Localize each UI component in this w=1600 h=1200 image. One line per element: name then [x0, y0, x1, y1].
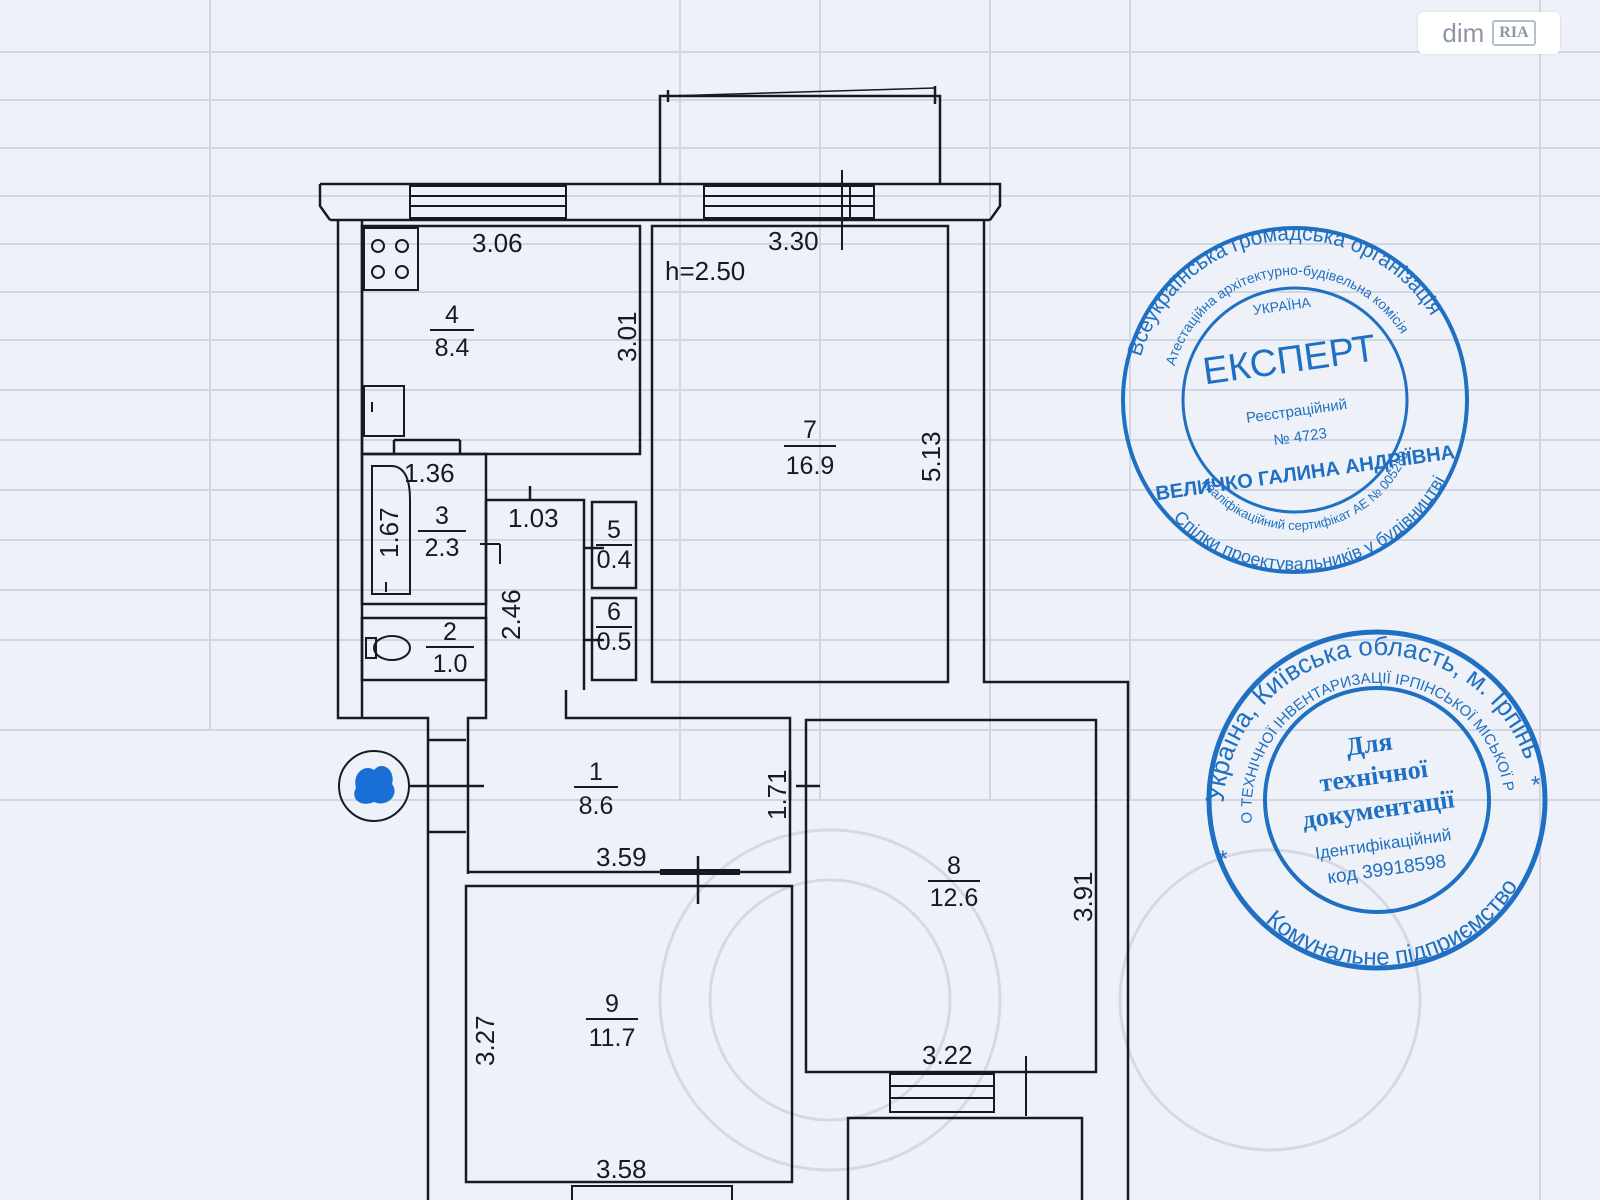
room-7 — [650, 224, 950, 684]
entrance-marker — [354, 765, 395, 804]
expert-stamp-reg-number: № 4723 — [1272, 425, 1327, 449]
star-icon: * — [1217, 845, 1230, 873]
sink — [363, 385, 405, 437]
dimension-ticks — [480, 543, 820, 787]
room-5-closet — [590, 500, 638, 590]
room-number: 8 — [947, 852, 961, 880]
room-label-8: 8 12.6 — [928, 852, 980, 912]
dimension-label: 3.59 — [596, 842, 647, 872]
room-number: 6 — [607, 598, 621, 626]
dimension-label: 5.13 — [916, 431, 946, 482]
stove — [363, 227, 419, 291]
room-label-3: 3 2.3 — [418, 502, 466, 562]
watermark-badge: RIA — [1492, 20, 1536, 46]
room-number: 9 — [605, 990, 619, 1018]
room-area: 0.5 — [597, 628, 632, 656]
bti-stamp-ring-bottom: Комунальне підприємство — [1258, 871, 1531, 988]
dimension-label: 3.27 — [470, 1015, 500, 1066]
bathtub — [371, 465, 411, 595]
room-area: 11.7 — [589, 1024, 636, 1052]
dimension-label: 1.71 — [762, 769, 792, 820]
room-label-5: 5 0.4 — [596, 516, 632, 574]
toilet — [365, 635, 411, 661]
room-number: 2 — [443, 618, 457, 646]
dimension-label: 3.30 — [768, 226, 819, 256]
room-area: 16.9 — [786, 452, 835, 480]
room-number: 1 — [589, 758, 603, 786]
plan-labels: h=2.50 4 8.4 7 16.9 3 2.3 5 0.4 6 0.5 2 — [374, 226, 1098, 1184]
room-2-wc — [360, 616, 488, 682]
bti-stamp: Україна, Київська область, м. Ірпінь БЮР… — [0, 0, 1549, 1003]
dimension-label: 1.67 — [374, 507, 404, 558]
dimension-label: 3.06 — [472, 228, 523, 258]
dimension-label: 1.36 — [404, 458, 455, 488]
expert-stamp: Всеукраїнська громадська організація Ате… — [1109, 201, 1469, 592]
dimension-label: 3.58 — [596, 1154, 647, 1184]
room-area: 0.4 — [597, 546, 632, 574]
room-area: 8.6 — [579, 792, 614, 820]
expert-stamp-title: ЕКСПЕРТ — [1200, 327, 1378, 393]
room-number: 5 — [607, 516, 621, 544]
dim-ria-watermark: dim RIA — [1418, 12, 1560, 54]
watermark-brand: dim — [1442, 17, 1485, 48]
window-room-7 — [703, 170, 875, 250]
dimension-label: 1.03 — [508, 503, 559, 533]
room-8 — [804, 718, 1098, 1074]
room-area: 1.0 — [433, 650, 468, 678]
room-area: 2.3 — [425, 534, 460, 562]
room-area: 8.4 — [435, 334, 470, 362]
room-label-4: 4 8.4 — [430, 301, 474, 362]
window-room-8 — [889, 1056, 1027, 1116]
star-icon: * — [1530, 771, 1543, 799]
room-label-6: 6 0.5 — [596, 598, 632, 656]
dimension-label: 2.46 — [496, 589, 526, 640]
balcony — [658, 86, 942, 184]
expert-stamp-name: ВЕЛИЧКО ГАЛИНА АНДРІЇВНА — [1154, 440, 1456, 505]
room-number: 3 — [435, 502, 449, 530]
west-wall — [336, 220, 430, 1200]
expert-stamp-ring-top: Всеукраїнська громадська організація — [1109, 201, 1448, 362]
dimension-label: 3.22 — [922, 1040, 973, 1070]
ceiling-height-label: h=2.50 — [665, 256, 745, 286]
expert-stamp-country: УКРАЇНА — [1252, 294, 1312, 318]
dimension-label: 3.91 — [1068, 871, 1098, 922]
room-label-2: 2 1.0 — [426, 618, 474, 678]
room-label-1: 1 8.6 — [574, 758, 618, 820]
room-4-kitchen — [360, 224, 642, 456]
floor-plan — [318, 86, 1130, 1200]
room-label-9: 9 11.7 — [586, 990, 638, 1052]
room-number: 4 — [445, 301, 459, 329]
room-label-7: 7 16.9 — [784, 416, 836, 480]
dimension-label: 3.01 — [612, 311, 642, 362]
room-number: 7 — [803, 416, 817, 444]
north-wall — [318, 182, 1002, 222]
expert-stamp-reg-label: Реєстраційний — [1245, 396, 1348, 427]
bti-stamp-line1: Для — [1344, 726, 1394, 761]
room-area: 12.6 — [930, 884, 979, 912]
ghost-stamps — [658, 828, 1422, 1172]
window-kitchen — [409, 185, 567, 219]
corridor-wall — [466, 500, 488, 874]
room-9 — [464, 884, 794, 1184]
